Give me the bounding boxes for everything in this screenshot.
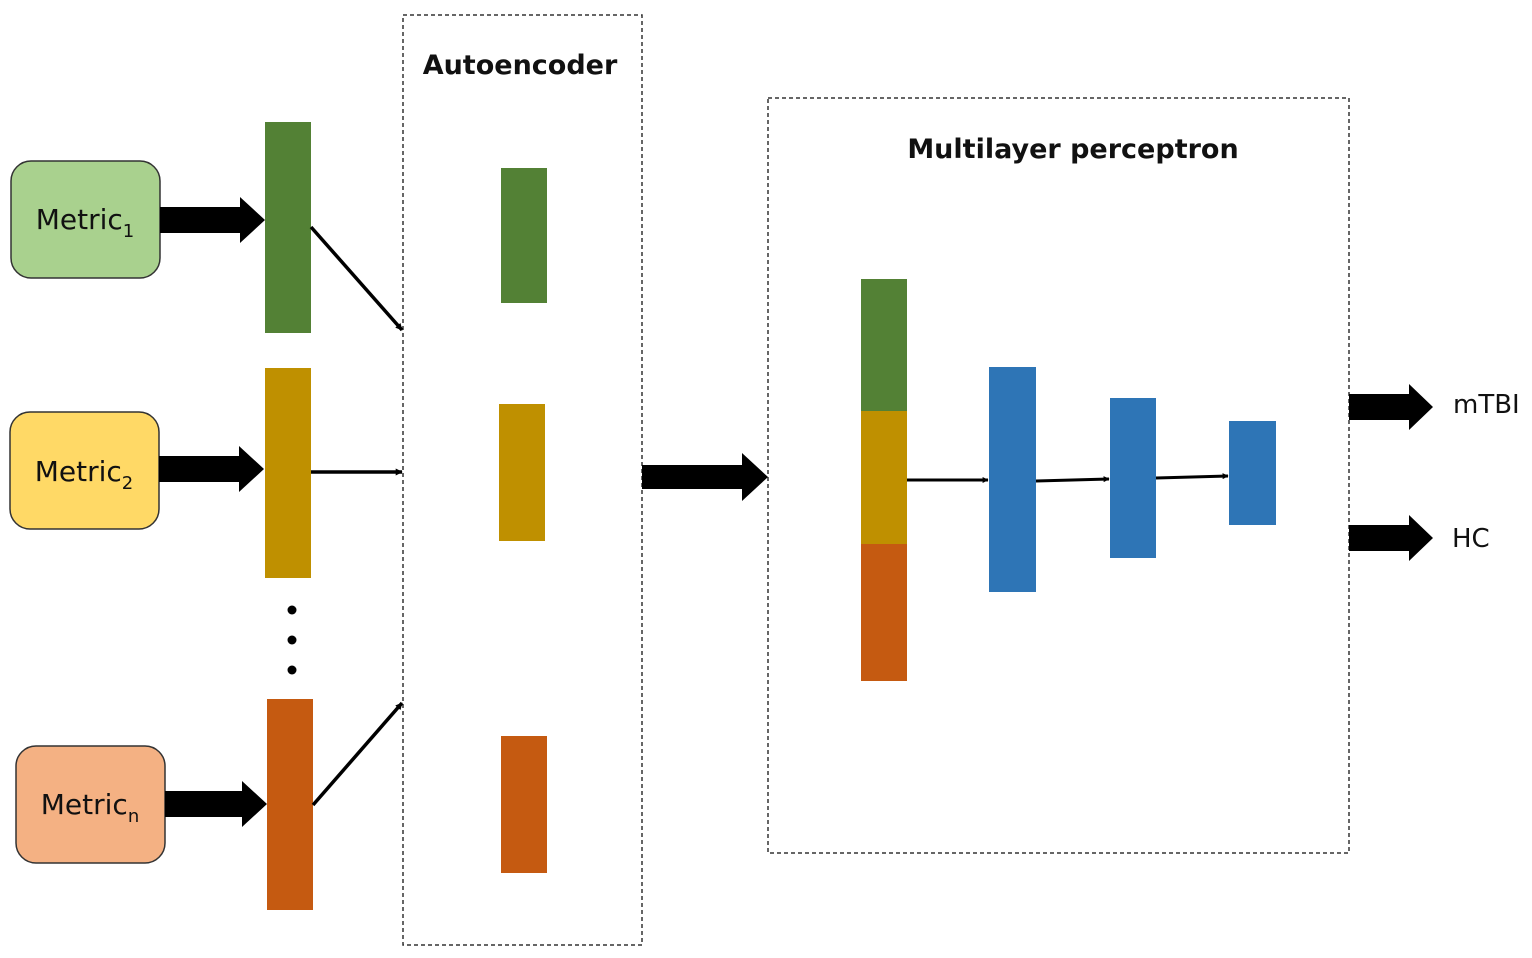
latent-bar-metric-1: [501, 168, 547, 303]
metric-2-box: Metric2: [9, 411, 160, 530]
mlp-input-segment-green: [861, 279, 907, 411]
feature-bar-metric-1: [265, 122, 311, 333]
output-label-hc: HC: [1452, 524, 1490, 554]
feature-bar-metric-n: [267, 699, 313, 910]
thick-arrow-metric-1: [160, 197, 265, 243]
metric-1-box: Metric1: [10, 160, 161, 279]
metric-2-label: Metric: [35, 455, 122, 488]
ellipsis-dot: [287, 605, 297, 615]
metric-1-label: Metric: [36, 203, 123, 236]
mlp-arrow-2: [1035, 476, 1110, 483]
mlp-hidden-layer-1: [989, 367, 1036, 592]
mlp-frame: [767, 97, 1350, 854]
metric-1-subscript: 1: [123, 221, 134, 242]
thick-arrow-output-mtbi: [1349, 384, 1433, 430]
thick-arrow-metric-n: [165, 781, 267, 827]
mlp-hidden-layer-3: [1229, 421, 1276, 525]
arrow-into-autoencoder-n: [311, 701, 404, 807]
ellipsis-dot: [287, 665, 297, 675]
ellipsis-dot: [287, 635, 297, 645]
thick-arrow-autoencoder-to-mlp: [642, 453, 768, 501]
output-label-mtbi: mTBI: [1453, 390, 1520, 420]
metric-n-label: Metric: [41, 788, 128, 821]
mlp-arrow-3: [1155, 473, 1229, 480]
svg-text:Metric1: Metric1: [36, 203, 135, 242]
metric-n-box: Metricn: [15, 745, 166, 864]
mlp-title: Multilayer perceptron: [907, 134, 1238, 165]
thick-arrow-metric-2: [159, 446, 264, 492]
metric-n-subscript: n: [128, 806, 139, 827]
autoencoder-title: Autoencoder: [423, 50, 618, 81]
mlp-input-segment-gold: [861, 411, 907, 544]
mlp-hidden-layer-2: [1110, 398, 1156, 558]
arrow-into-autoencoder-1: [309, 225, 404, 332]
feature-bar-metric-2: [265, 368, 311, 578]
metric-2-subscript: 2: [122, 473, 133, 494]
thick-arrow-output-hc: [1349, 515, 1433, 561]
mlp-input-segment-orange: [861, 544, 907, 681]
latent-bar-metric-2: [499, 404, 545, 541]
svg-text:Metricn: Metricn: [41, 788, 139, 827]
latent-bar-metric-n: [501, 736, 547, 873]
svg-text:Metric2: Metric2: [35, 455, 134, 494]
